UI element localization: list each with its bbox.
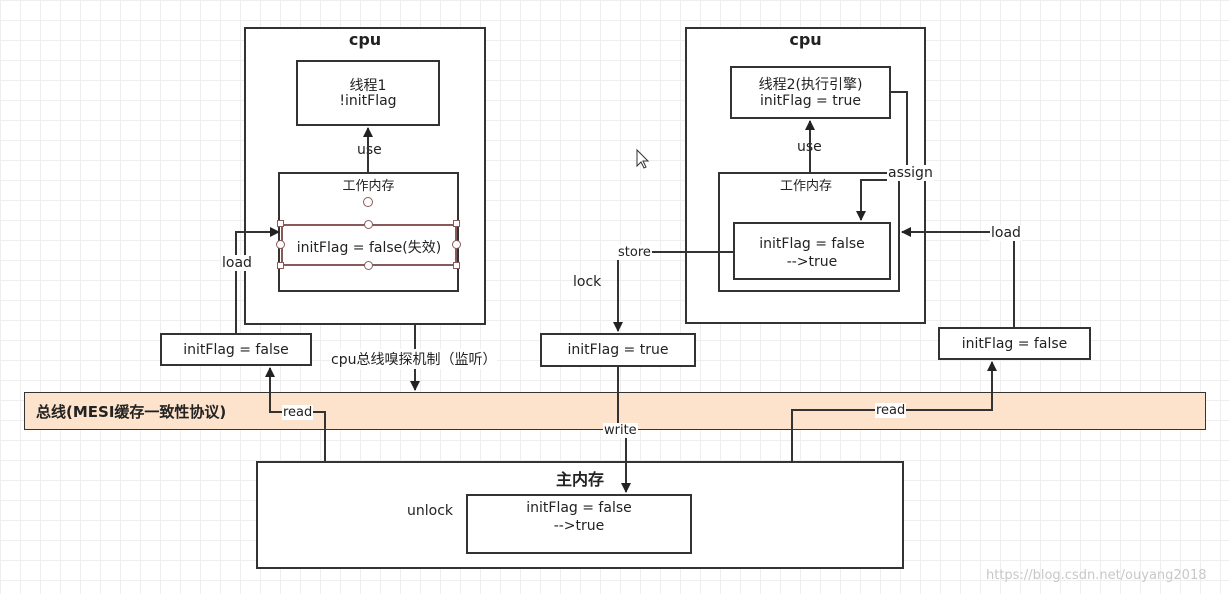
resize-handle[interactable] <box>453 220 460 227</box>
main-memory-value-line2: -->true <box>553 518 605 534</box>
thread2-name: 线程2(执行引擎) <box>758 77 863 93</box>
load-label-right: load <box>990 225 1022 241</box>
unlock-label: unlock <box>407 503 454 519</box>
work-memory-right-value-line2: -->true <box>786 254 838 270</box>
work-memory-right-title: 工作内存 <box>780 179 833 194</box>
resize-handle[interactable] <box>453 262 460 269</box>
cpu-right-title: cpu <box>789 30 822 49</box>
connection-point[interactable] <box>276 240 285 249</box>
write-label: write <box>603 423 638 438</box>
transfer-box-left <box>160 333 312 366</box>
work-memory-right-value-box <box>733 222 891 280</box>
main-memory-value-box <box>466 494 692 554</box>
assign-arrow <box>856 91 908 221</box>
connection-point[interactable] <box>452 240 461 249</box>
read-label-right: read <box>875 403 907 418</box>
connection-point[interactable] <box>364 220 373 229</box>
thread1-name: 线程1 <box>349 78 387 94</box>
store-label: store <box>617 245 652 260</box>
transfer-box-middle-value: initFlag = true <box>567 342 669 358</box>
resize-handle[interactable] <box>277 220 284 227</box>
thread1-condition: !initFlag <box>339 93 397 109</box>
resize-handle[interactable] <box>277 262 284 269</box>
transfer-box-right-value: initFlag = false <box>961 336 1068 352</box>
mouse-cursor-icon <box>636 148 650 169</box>
main-memory-value-line1: initFlag = false <box>526 500 632 516</box>
sniff-label: cpu总线嗅探机制（监听） <box>330 349 498 369</box>
cpu-left-title: cpu <box>348 30 382 49</box>
work-memory-left-value: initFlag = false(失效) <box>296 240 442 256</box>
thread1-box <box>296 60 440 126</box>
main-memory-title: 主内存 <box>555 470 604 489</box>
read-label-left: read <box>282 405 314 420</box>
bus-label: 总线(MESI缓存一致性协议) <box>36 403 227 421</box>
rotate-handle[interactable] <box>363 197 373 207</box>
use-label-left: use <box>357 142 382 158</box>
load-label-left: load <box>221 255 253 271</box>
work-memory-right-value-line1: initFlag = false <box>759 236 865 252</box>
assign-label: assign <box>887 165 934 181</box>
lock-label: lock <box>573 274 602 290</box>
connection-point[interactable] <box>364 261 373 270</box>
load-arrow-right <box>901 227 1015 327</box>
work-memory-left-title: 工作内存 <box>342 179 395 194</box>
transfer-box-left-value: initFlag = false <box>183 342 289 358</box>
store-arrow <box>613 251 733 332</box>
thread2-value: initFlag = true <box>760 93 861 109</box>
watermark: https://blog.csdn.net/ouyang2018 <box>986 568 1207 583</box>
thread2-box <box>730 66 891 119</box>
transfer-box-middle <box>540 333 696 367</box>
load-arrow-left <box>235 227 280 333</box>
transfer-box-right <box>938 327 1091 360</box>
